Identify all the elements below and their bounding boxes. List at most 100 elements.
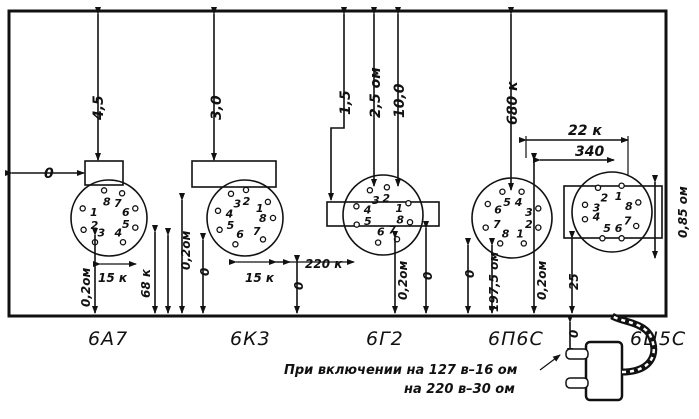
label-02om-d: 0,2ом xyxy=(535,260,549,300)
pin-hole xyxy=(484,200,492,208)
pin-number: 2 xyxy=(601,191,609,204)
pin-hole xyxy=(366,187,374,194)
label-02om-b: 0,2ом xyxy=(179,230,193,270)
pin-number: 2 xyxy=(91,219,99,232)
pin-number: 8 xyxy=(259,212,267,225)
pin-hole xyxy=(520,240,528,247)
pin-hole xyxy=(79,205,86,212)
plug-prong-upper xyxy=(565,348,589,360)
pin-number: 5 xyxy=(227,219,235,232)
plug-cord-highlight xyxy=(611,314,655,374)
pin-number: 7 xyxy=(253,225,261,238)
pin-number: 1 xyxy=(90,206,98,219)
socket-ring xyxy=(471,177,553,259)
pin-number: 4 xyxy=(363,204,372,217)
pin-hole xyxy=(353,221,360,228)
pin-number: 1 xyxy=(516,227,524,240)
pin-hole xyxy=(259,236,267,243)
pin-hole xyxy=(216,226,223,234)
pin-hole xyxy=(80,226,87,234)
pin-number: 3 xyxy=(593,202,601,215)
pin-hole xyxy=(632,222,640,230)
label-0-b: 0 xyxy=(198,268,212,276)
pin-number: 4 xyxy=(592,210,601,223)
shield-can xyxy=(84,160,124,186)
pin-number: 7 xyxy=(624,215,632,228)
pin-hole xyxy=(581,215,589,223)
note-pointer xyxy=(539,354,561,371)
label-0-left: 0 xyxy=(44,166,54,182)
pin-hole xyxy=(535,205,542,212)
label-0-plug: 0 xyxy=(567,330,581,338)
pin-number: 4 xyxy=(514,196,523,209)
mains-plug: 0 xyxy=(539,312,658,402)
pin-hole xyxy=(242,186,250,194)
shield-can xyxy=(326,201,440,227)
label-3-0: 3,0 xyxy=(209,95,225,120)
pin-hole xyxy=(214,207,222,215)
label-0-d: 0 xyxy=(421,272,435,280)
label-220k: 220 к xyxy=(305,257,343,271)
note-line-2: на 220 в–30 ом xyxy=(404,382,515,397)
label-02om-a: 0,2ом xyxy=(79,267,93,307)
label-15k-a: 15 к xyxy=(98,271,128,285)
pin-hole xyxy=(535,224,542,231)
label-680k: 680 к xyxy=(505,81,521,125)
pin-number: 7 xyxy=(114,197,122,210)
socket-ring xyxy=(206,179,284,257)
pin-number: 6 xyxy=(236,228,244,241)
pin-number: 5 xyxy=(603,222,611,235)
pin-hole xyxy=(374,239,382,246)
label-0-85: 0,85 ом xyxy=(676,186,690,238)
pin-hole xyxy=(482,224,489,231)
pin-number: 4 xyxy=(114,227,123,240)
pin-number: 5 xyxy=(364,215,372,228)
plug-body xyxy=(584,340,624,402)
pin-number: 6 xyxy=(615,222,623,235)
pin-hole xyxy=(635,199,642,206)
pin-number: 1 xyxy=(395,202,403,215)
pin-hole xyxy=(132,224,139,231)
label-10-0: 10,0 xyxy=(392,83,408,118)
pin-number: 3 xyxy=(372,194,380,207)
pin-number: 3 xyxy=(234,197,242,210)
pin-hole xyxy=(496,240,504,247)
pin-hole xyxy=(353,203,360,210)
pin-number: 8 xyxy=(103,195,111,208)
shield-can xyxy=(191,160,277,188)
socket-ring xyxy=(342,174,424,256)
label-15k-b: 15 к xyxy=(245,271,275,285)
tube-name-6p6s: 6П6С xyxy=(488,328,544,350)
pin-hole xyxy=(518,188,525,195)
pin-hole xyxy=(232,241,239,248)
pin-number: 5 xyxy=(122,218,130,231)
pin-number: 3 xyxy=(525,206,533,219)
pin-number: 6 xyxy=(494,204,502,217)
label-68k: 68 к xyxy=(139,268,153,298)
plug-prong-lower xyxy=(565,377,589,389)
label-0-c: 0 xyxy=(292,282,306,290)
pin-number: 7 xyxy=(389,224,397,237)
pin-hole xyxy=(383,184,391,191)
label-22k: 22 к xyxy=(568,123,602,139)
pin-number: 8 xyxy=(502,227,510,240)
label-2-5: 2,5 ом xyxy=(368,67,384,118)
label-197-5: 197,5 ом xyxy=(487,252,501,312)
label-0-e: 0 xyxy=(463,270,477,278)
pin-hole xyxy=(100,187,108,194)
label-02om-c: 0,2ом xyxy=(396,260,410,300)
socket-ring xyxy=(571,171,653,253)
pin-number: 3 xyxy=(98,227,106,240)
pin-hole xyxy=(405,199,412,207)
label-25: 25 xyxy=(567,273,581,290)
pin-hole xyxy=(406,218,414,226)
pin-number: 2 xyxy=(243,195,251,208)
pin-hole xyxy=(499,188,506,195)
socket-ring xyxy=(70,179,148,257)
pin-hole xyxy=(594,184,602,192)
pin-number: 5 xyxy=(503,196,511,209)
tube-name-6k3: 6К3 xyxy=(230,328,271,350)
